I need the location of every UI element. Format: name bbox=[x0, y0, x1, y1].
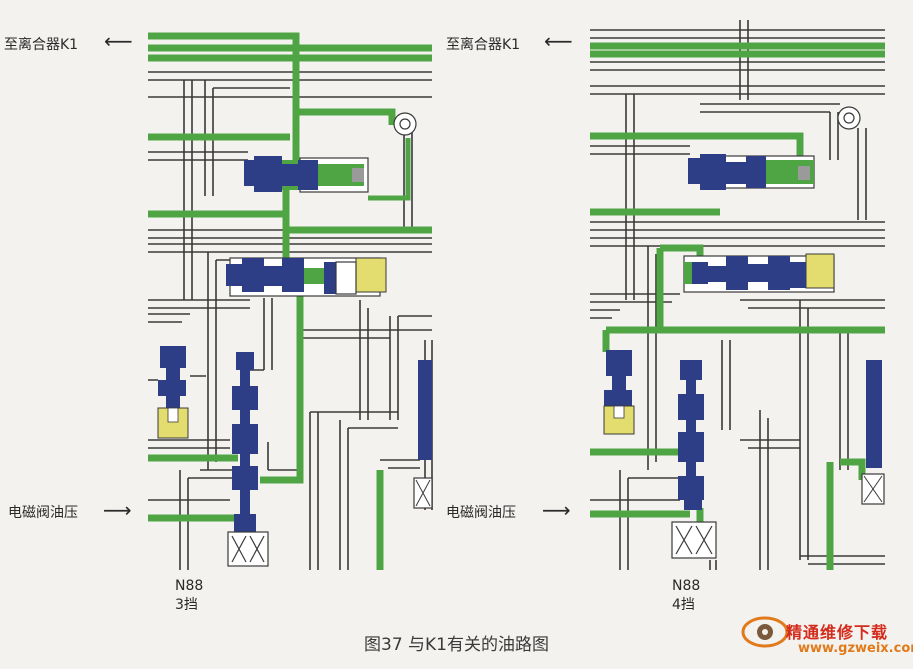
left-outflow-arrow-icon: ⟵ bbox=[104, 29, 133, 53]
watermark-url: www.gzweix.com bbox=[798, 641, 913, 656]
left-piston-yellow bbox=[355, 257, 387, 293]
left-panel bbox=[148, 32, 433, 570]
left-gear: 3挡 bbox=[175, 597, 198, 613]
left-valve-name: N88 bbox=[175, 578, 204, 594]
right-to-clutch-label: 至离合器K1 bbox=[446, 37, 521, 53]
left-upper-valve bbox=[244, 156, 369, 193]
right-inflow-arrow-icon: ⟶ bbox=[542, 498, 571, 522]
left-to-clutch-label: 至离合器K1 bbox=[4, 37, 79, 53]
right-n88-coil bbox=[671, 521, 717, 559]
right-middle-valve bbox=[683, 253, 835, 293]
watermark-text: 精通维修下载 bbox=[786, 623, 889, 642]
right-n88-spool bbox=[678, 360, 704, 510]
left-small-valve bbox=[157, 346, 189, 439]
right-panel bbox=[590, 20, 885, 570]
left-channels bbox=[148, 71, 433, 570]
figure-caption: 图37 与K1有关的油路图 bbox=[364, 635, 549, 655]
eye-logo-icon bbox=[741, 616, 789, 648]
left-port-inner bbox=[399, 118, 411, 130]
left-middle-valve bbox=[226, 257, 387, 297]
right-edge-valve bbox=[861, 360, 885, 505]
left-inflow-arrow-icon: ⟶ bbox=[103, 498, 132, 522]
left-solenoid-pressure-label: 电磁阀油压 bbox=[8, 505, 78, 521]
left-n88-coil bbox=[227, 531, 269, 567]
right-valve-name: N88 bbox=[672, 578, 701, 594]
right-pressure-paths bbox=[590, 42, 885, 570]
right-port-inner bbox=[843, 112, 855, 124]
right-channels bbox=[590, 20, 885, 570]
left-pressure-paths bbox=[148, 32, 432, 570]
right-gear: 4挡 bbox=[672, 597, 695, 613]
left-edge-valve bbox=[413, 360, 433, 509]
left-n88-spool bbox=[232, 352, 258, 532]
right-solenoid-pressure-label: 电磁阀油压 bbox=[446, 505, 516, 521]
right-small-valve bbox=[603, 350, 635, 435]
right-upper-valve bbox=[688, 154, 815, 190]
right-outflow-arrow-icon: ⟵ bbox=[544, 29, 573, 53]
right-piston-yellow bbox=[805, 253, 835, 289]
